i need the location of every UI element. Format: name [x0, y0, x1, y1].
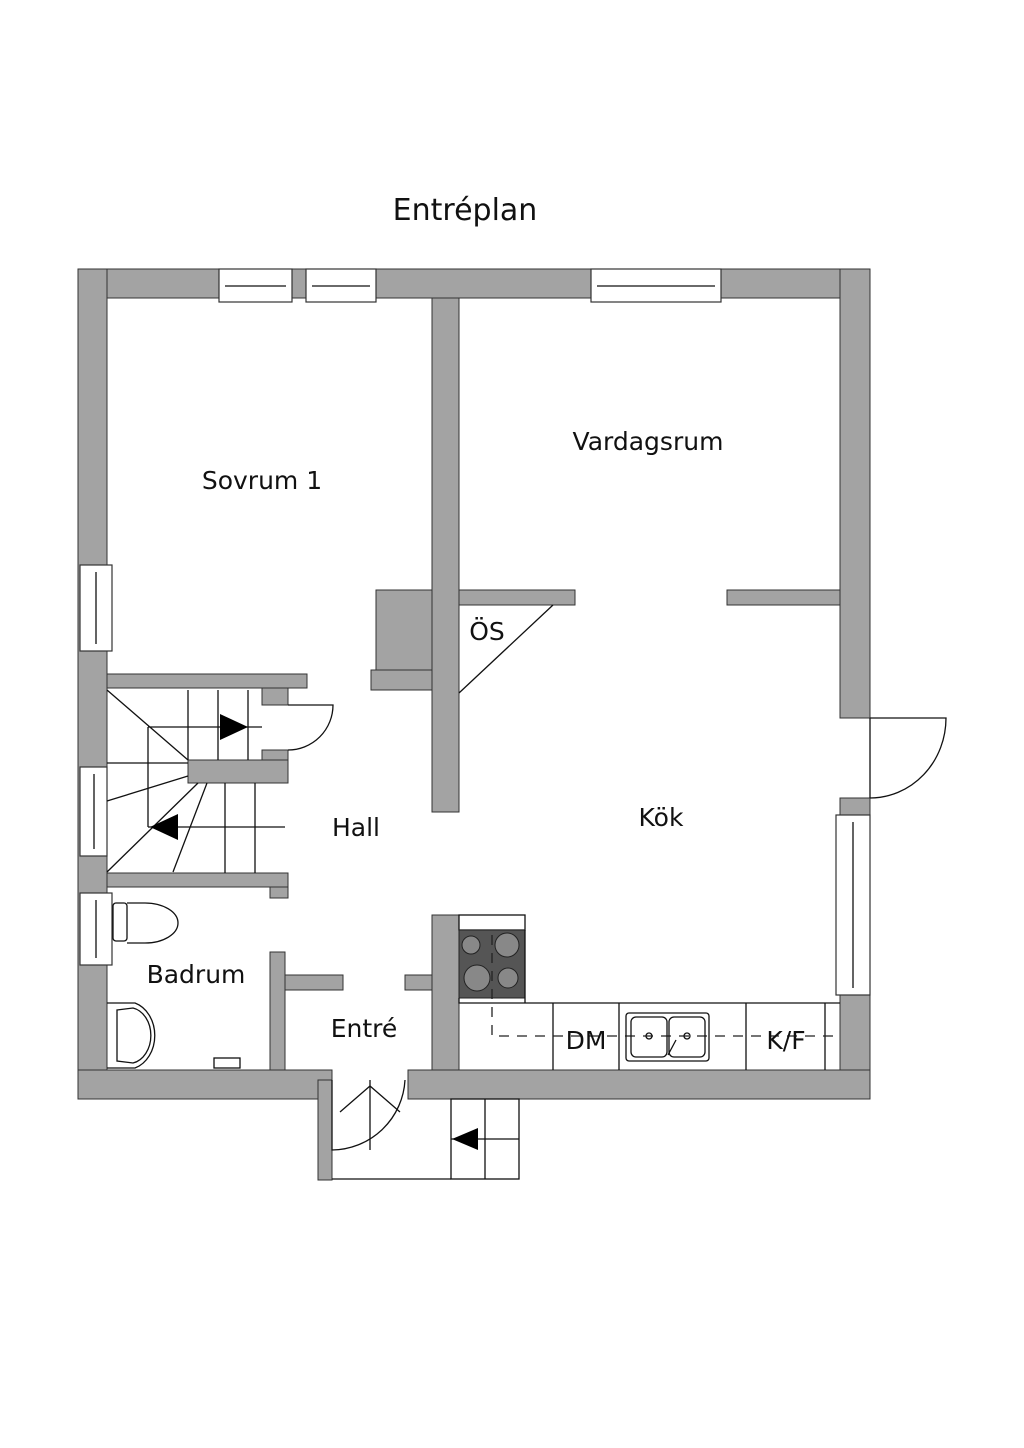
room-label-os: ÖS [469, 617, 505, 646]
stair-arrow-icon [452, 1128, 478, 1150]
stair-arrow-icon [220, 714, 248, 740]
room-label-badrum: Badrum [147, 960, 246, 989]
room-label-hall: Hall [332, 813, 380, 842]
doors [287, 704, 947, 1151]
windows [79, 268, 871, 996]
plan-title: Entréplan [393, 193, 538, 228]
os-divider [458, 604, 554, 694]
appliance-label-kf: K/F [766, 1026, 805, 1055]
sink-icon [625, 1012, 710, 1062]
staircase [106, 689, 520, 1180]
room-label-entre: Entré [331, 1014, 398, 1043]
walls [77, 268, 871, 1181]
room-labels: Sovrum 1 Vardagsrum ÖS Hall Kök Badrum E… [147, 427, 806, 1055]
kitchen [458, 914, 840, 1070]
stair-arrow-icon [150, 814, 178, 840]
room-label-kok: Kök [639, 803, 684, 832]
room-label-vardagsrum: Vardagsrum [573, 427, 724, 456]
bathroom-fixtures [107, 902, 241, 1069]
room-label-sovrum: Sovrum 1 [202, 466, 322, 495]
appliance-label-dm: DM [566, 1026, 607, 1055]
